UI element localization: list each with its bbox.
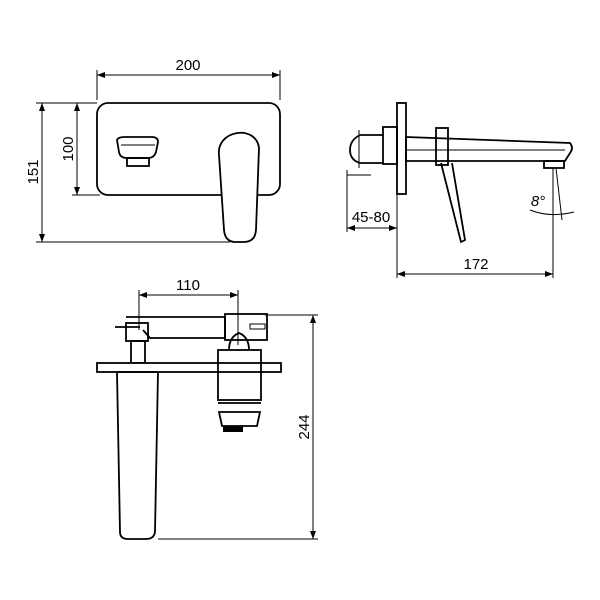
dimension-label-200: 200: [175, 57, 200, 74]
side-lever: [440, 162, 466, 244]
side-diverter: [349, 134, 383, 164]
top-valve-tip: [223, 426, 243, 432]
dimension-label-110: 110: [176, 277, 200, 294]
dimension-label-100: 100: [60, 136, 77, 161]
top-spout: [116, 371, 159, 540]
angle-arc: [529, 209, 575, 216]
front-view: 200 151 100: [25, 57, 281, 243]
top-valve-cartridge: [217, 411, 262, 427]
wall-plate: [96, 102, 281, 196]
dimension-label-172: 172: [463, 256, 488, 273]
side-spout: [405, 136, 573, 162]
side-body: [382, 126, 398, 165]
dimension-label-244: 244: [296, 414, 313, 439]
dimension-label-151: 151: [25, 159, 42, 184]
dimension-label-angle: 8°: [531, 193, 545, 210]
side-wall-plate: [396, 102, 407, 195]
top-wall-plate: [96, 362, 282, 373]
side-view: 45-80 172 8°: [346, 102, 575, 278]
diverter-knob: [116, 136, 159, 167]
top-diverter-stem: [130, 340, 146, 364]
top-valve-stem: [228, 332, 250, 351]
top-pipe: [126, 316, 226, 339]
side-aerator: [543, 160, 565, 169]
top-view: 110 244: [96, 277, 318, 540]
side-lever-base: [435, 127, 449, 166]
top-valve-body: [217, 349, 262, 401]
lever-handle: [218, 131, 260, 243]
dimension-label-45-80: 45-80: [352, 209, 390, 226]
top-valve-cap: [224, 313, 268, 341]
